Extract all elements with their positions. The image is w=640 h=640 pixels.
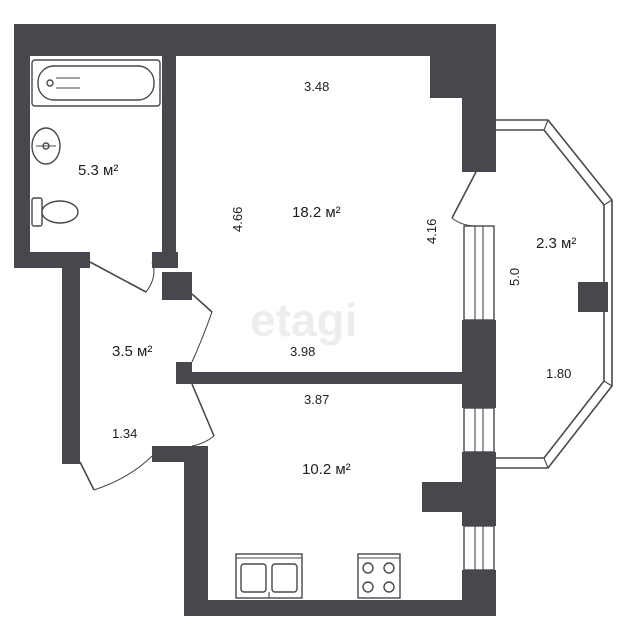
door-entrance-leaf	[79, 461, 95, 491]
stove	[357, 553, 401, 599]
door-bath-leaf	[89, 261, 147, 293]
kitchen-area: 10.2 м²	[302, 461, 351, 478]
stove-burner	[362, 562, 374, 574]
window-kitchen-upper	[463, 407, 495, 453]
wall-jamb-upper	[162, 272, 192, 300]
door-living-leaf	[191, 293, 213, 313]
bathtub-basin	[37, 65, 155, 101]
stove-burner	[383, 562, 395, 574]
wall-right-top	[462, 24, 496, 172]
living-room-area: 18.2 м²	[292, 204, 341, 221]
wall-kitchen-left	[184, 446, 208, 616]
wall-living-kitchen	[176, 372, 462, 384]
wall-hall-left	[62, 268, 80, 464]
door-balcony-arc	[451, 217, 477, 227]
doors	[79, 171, 477, 491]
bay-outline	[496, 119, 613, 469]
bay-area: 2.3 м²	[536, 235, 576, 252]
living-room-height: 4.66	[230, 207, 245, 232]
door-entrance-arc	[93, 455, 153, 491]
door-bath-arc	[145, 261, 155, 293]
living-room-side: 4.16	[424, 219, 439, 244]
watermark: etagi	[250, 294, 357, 346]
wall-hall-bottom-left	[62, 448, 78, 464]
door-balcony-leaf	[451, 171, 477, 219]
kitchen-sink-bowl-right	[271, 563, 298, 593]
walls	[14, 24, 608, 616]
wall-right-bottom	[462, 570, 496, 616]
living-room-width: 3.48	[304, 79, 329, 94]
bay-inner	[496, 129, 605, 459]
bay-length: 5.0	[507, 268, 522, 286]
toilet-bowl	[41, 200, 79, 224]
hall-area: 3.5 м²	[112, 343, 152, 360]
living-room-bottom: 3.98	[290, 344, 315, 359]
door-kitchen-leaf	[191, 383, 215, 437]
kitchen-sink	[235, 553, 303, 599]
toilet-tank	[31, 197, 43, 227]
toilet	[31, 197, 79, 227]
bathtub	[31, 59, 161, 107]
bathroom-area: 5.3 м²	[78, 162, 118, 179]
sink	[31, 127, 61, 165]
wall-right-corner	[430, 56, 466, 98]
wall-bath-bottom-left	[14, 252, 90, 268]
stove-burner	[383, 581, 395, 593]
stove-burner	[362, 581, 374, 593]
window-living	[463, 225, 495, 321]
window-kitchen-lower	[463, 525, 495, 571]
stove-body	[357, 553, 401, 599]
labels: 5.3 м² 3.48 4.66 18.2 м² 4.16 3.98 3.5 м…	[78, 79, 576, 478]
door-kitchen-arc	[191, 435, 215, 447]
wall-left-bath	[14, 24, 30, 268]
bathtub-drain	[46, 79, 54, 87]
bay-column	[578, 282, 608, 312]
wall-bath-living	[162, 56, 176, 268]
wall-bottom	[184, 600, 496, 616]
hall-length: 1.34	[112, 426, 137, 441]
kitchen-sink-bowl-left	[240, 563, 267, 593]
wall-right-mid	[462, 320, 496, 408]
windows	[463, 225, 495, 571]
bay-outer	[496, 119, 613, 469]
wall-kitchen-niche	[422, 482, 466, 512]
wall-top	[14, 24, 496, 56]
kitchen-width: 3.87	[304, 392, 329, 407]
door-living-arc	[191, 311, 213, 363]
bay-depth: 1.80	[546, 366, 571, 381]
wall-right-lower	[462, 452, 496, 526]
